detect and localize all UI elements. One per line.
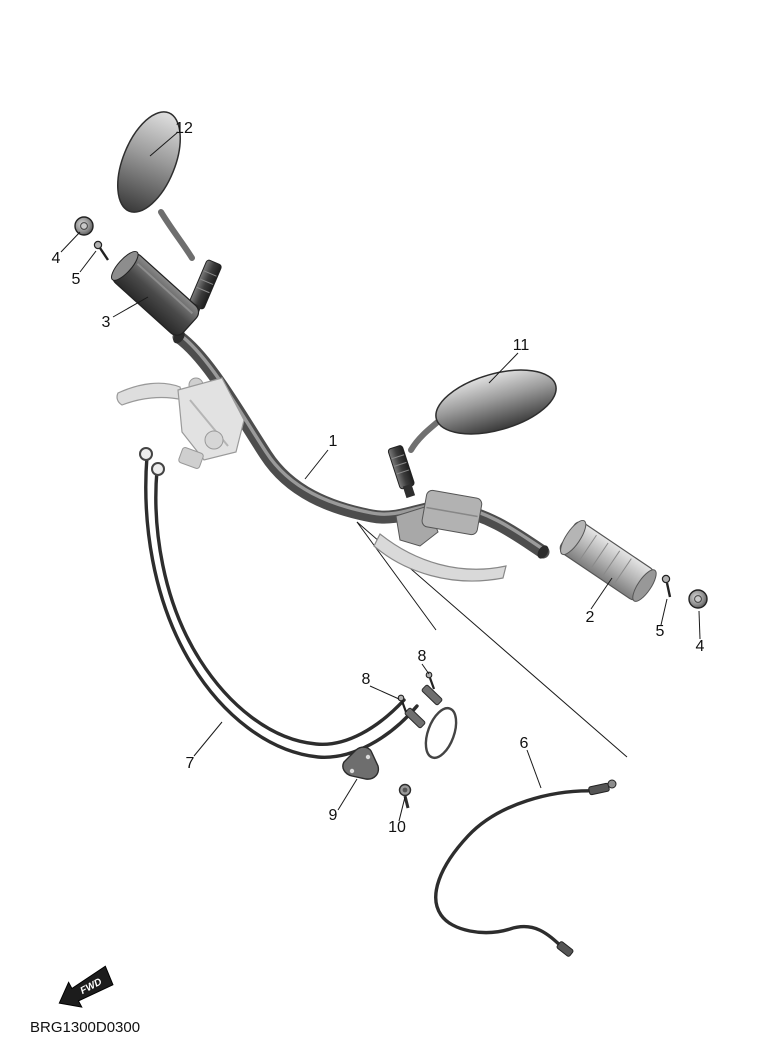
callout-5-right: 5 <box>656 623 665 640</box>
callout-8-upper: 8 <box>418 648 427 665</box>
diagram-code: BRG1300D0300 <box>30 1019 140 1036</box>
callout-7: 7 <box>186 755 195 772</box>
master-cylinder-body <box>177 377 245 461</box>
mirror-right-stem <box>408 417 443 453</box>
holder-bolt <box>398 783 412 809</box>
left-lever-blade <box>116 382 184 406</box>
screw-right <box>661 574 672 598</box>
callout-4-right: 4 <box>696 638 705 655</box>
bar-end-cap-left <box>74 216 94 236</box>
throttle-cables <box>139 447 458 760</box>
mirror-left-head <box>117 111 181 213</box>
callout-12: 12 <box>175 120 193 137</box>
mirror-right <box>387 369 557 499</box>
callout-8-lower: 8 <box>362 671 371 688</box>
callout-6: 6 <box>520 735 529 752</box>
left-lever-assembly <box>116 377 245 469</box>
cable-adjuster-upper <box>421 684 443 706</box>
callout-5-left: 5 <box>72 271 81 288</box>
cable-nipple <box>607 779 617 789</box>
callout-11: 11 <box>513 337 530 354</box>
callout-1: 1 <box>329 433 338 450</box>
fwd-arrow: FWD <box>58 965 114 1008</box>
cable-end-lower <box>556 941 574 957</box>
callout-labels: 12 4 5 3 1 11 2 5 4 7 8 8 9 10 6 <box>52 120 705 836</box>
mirror-right-connector <box>387 445 416 499</box>
cable-guide-loop <box>424 706 458 760</box>
cable-end-upper <box>588 782 610 796</box>
cable-holder <box>342 746 380 780</box>
cable-adjuster-lower <box>404 707 426 729</box>
screw-8-lower <box>397 694 408 713</box>
mirror-left <box>117 111 222 319</box>
callout-2: 2 <box>586 609 595 626</box>
fwd-arrow-shape <box>58 965 114 1008</box>
mirror-left-stem <box>158 209 195 261</box>
mirror-right-head <box>435 369 557 435</box>
callout-9: 9 <box>329 807 338 824</box>
screw-left <box>93 240 109 261</box>
screw-8-upper <box>425 671 436 690</box>
grip-right <box>559 519 657 602</box>
callout-10: 10 <box>388 819 406 836</box>
grip-left <box>110 250 200 336</box>
right-lever-blade <box>373 533 507 582</box>
callout-leader-lines <box>60 131 701 822</box>
callout-3: 3 <box>102 314 111 331</box>
clutch-cable <box>434 779 617 957</box>
bar-end-cap-right <box>688 589 708 609</box>
callout-4-left: 4 <box>52 250 61 267</box>
right-lever-assembly <box>373 489 507 582</box>
